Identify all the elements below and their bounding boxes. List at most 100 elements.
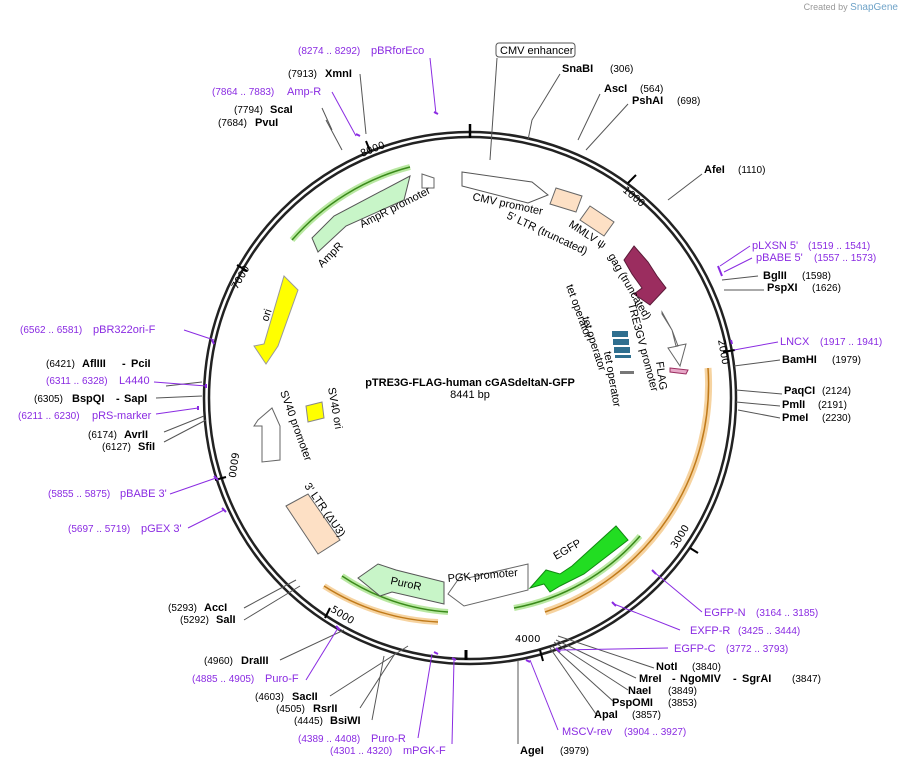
primer-range: (5697 .. 5719) — [68, 524, 130, 535]
primer-name: pGEX 3' — [141, 523, 182, 535]
site-pos: (6421) — [46, 359, 75, 370]
feature-labels: CMV enhancer CMV promoter 5' LTR (trunca… — [259, 42, 669, 593]
snapgene-credit: Created by SnapGene — [804, 2, 898, 13]
primer-name: Amp-R — [287, 86, 321, 98]
site-pos: (4960) — [204, 656, 233, 667]
site-pos: (4505) — [276, 704, 305, 715]
primer-range: (5855 .. 5875) — [48, 489, 110, 500]
feature-label-cmv-enhancer: CMV enhancer — [500, 45, 574, 57]
cmv-enhancer-box — [495, 42, 576, 58]
primer-range: (4389 .. 4408) — [298, 734, 360, 745]
primer-name: pLXSN 5' — [752, 240, 798, 252]
feature-label-sv40ori: SV40 ori — [325, 386, 344, 430]
site-name: SgrAI — [742, 673, 771, 685]
cds-highlights — [289, 164, 713, 625]
site-name: PspXI — [767, 282, 798, 294]
tick-label: 3000 — [669, 523, 692, 550]
primer-name: mPGK-F — [403, 745, 446, 757]
site-name: PvuI — [255, 117, 278, 129]
primer-range: (4885 .. 4905) — [192, 674, 254, 685]
site-pos: (3847) — [792, 674, 821, 685]
site-name: MreI — [639, 673, 662, 685]
site-name: SalI — [216, 614, 236, 626]
site-name: SacII — [292, 691, 318, 703]
ltr3-box — [285, 493, 341, 555]
primer-range: (6211 .. 6230) — [18, 411, 80, 422]
site-pos: (3853) — [668, 698, 697, 709]
primer-name: pBABE 5' — [756, 252, 803, 264]
credit-created-by: Created by — [803, 2, 848, 12]
site-pos: (7913) — [288, 69, 317, 80]
site-pos: (2230) — [822, 413, 851, 424]
mmlv-box — [579, 205, 615, 237]
primer-range: (6562 .. 6581) — [20, 325, 82, 336]
feature-label-egfp: EGFP — [552, 537, 584, 562]
tick-label: 2000 — [715, 339, 730, 366]
primer-range: (7864 .. 7883) — [212, 87, 274, 98]
site-pos: (1598) — [802, 271, 831, 282]
site-name: PciI — [131, 358, 151, 370]
tre3gv-arrow — [661, 310, 687, 368]
site-name: XmnI — [325, 68, 352, 80]
sv40ori-box — [305, 401, 325, 423]
cmv-promoter-arrow — [461, 171, 549, 204]
site-name: NotI — [656, 661, 677, 673]
site-pos: (3849) — [668, 686, 697, 697]
primer-name: MSCV-rev — [562, 726, 613, 738]
credit-app: SnapGene — [850, 2, 898, 13]
ampr-arrow — [311, 175, 411, 253]
site-name: PaqCI — [784, 385, 815, 397]
site-name: SfiI — [138, 441, 155, 453]
site-pos: (6305) — [34, 394, 63, 405]
site-name: BsiWI — [330, 715, 361, 727]
site-name: ApaI — [594, 709, 618, 721]
primer-name: LNCX — [780, 336, 810, 348]
tick-label: 6000 — [225, 452, 239, 479]
leader-lines — [155, 57, 783, 744]
primer-leaders — [153, 57, 779, 745]
site-pos: (6127) — [102, 442, 131, 453]
site-name: PmeI — [782, 412, 808, 424]
primer-range: (4301 .. 4320) — [330, 746, 392, 757]
primer-name: EXFP-R — [690, 625, 730, 637]
site-name: - — [672, 673, 676, 685]
site-pos: (4445) — [294, 716, 323, 727]
site-pos: (7794) — [234, 105, 263, 116]
site-name: AfeI — [704, 164, 725, 176]
site-pos: (2124) — [822, 386, 851, 397]
site-labels-left: (4445) BsiWI (4505) RsrII (4603) SacII (… — [34, 68, 361, 727]
ori-arrow — [253, 275, 299, 365]
primer-name: pBR322ori-F — [93, 324, 156, 336]
site-name: NaeI — [628, 685, 651, 697]
site-pos: (564) — [640, 84, 663, 95]
site-name: DraIII — [241, 655, 269, 667]
primer-name: pBRforEco — [371, 45, 424, 57]
tick-label: 4000 — [515, 634, 540, 645]
site-pos: (1979) — [832, 355, 861, 366]
site-labels-right: SnaBI (306) AscI (564) PshAI (698) AfeI … — [520, 63, 861, 757]
primer-range: (3425 .. 3444) — [738, 626, 800, 637]
primer-range: (3772 .. 3793) — [726, 644, 788, 655]
site-name: - — [733, 673, 737, 685]
primer-range: (8274 .. 8292) — [298, 46, 360, 57]
puror-arrow — [357, 563, 445, 605]
site-name: PshAI — [632, 95, 663, 107]
site-pos: (3979) — [560, 746, 589, 757]
site-name: NgoMIV — [680, 673, 722, 685]
site-name: AccI — [204, 602, 227, 614]
site-name: SapI — [124, 393, 147, 405]
site-name: - — [122, 358, 126, 370]
site-name: AflIII — [82, 358, 106, 370]
flag-box — [669, 367, 689, 375]
tick-label: 5000 — [328, 604, 355, 627]
site-name: BglII — [763, 270, 787, 282]
site-name: AgeI — [520, 745, 544, 757]
primer-range: (3164 .. 3185) — [756, 608, 818, 619]
primer-name: L4440 — [119, 375, 150, 387]
primer-name: pBABE 3' — [120, 488, 167, 500]
site-pos: (698) — [677, 96, 700, 107]
primer-name: Puro-F — [265, 673, 299, 685]
backbone — [202, 124, 738, 666]
primer-range: (1557 .. 1573) — [814, 253, 876, 264]
